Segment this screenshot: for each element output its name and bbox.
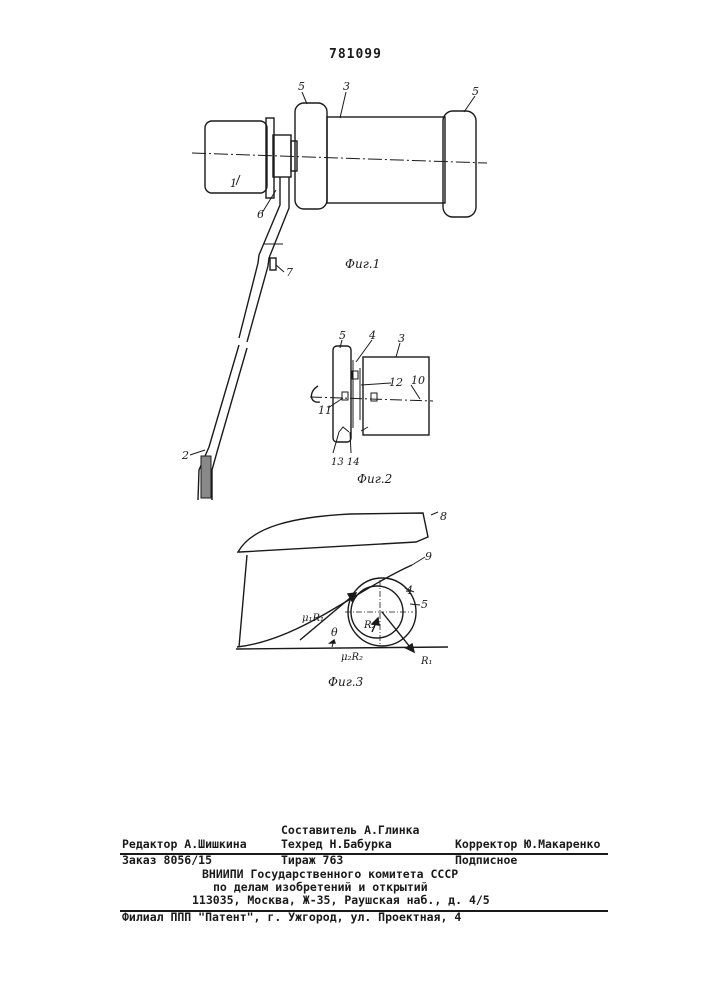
fig3-label-r2: R₂ bbox=[363, 620, 376, 631]
fig3-label-5: 5 bbox=[421, 598, 428, 611]
org-line-2: по делам изобретений и открытий bbox=[213, 880, 428, 894]
fig1-label-7: 7 bbox=[286, 266, 293, 279]
editor: Редактор А.Шишкина bbox=[122, 837, 247, 851]
corrector: Корректор Ю.Макаренко bbox=[455, 837, 600, 851]
fig2-label-13-14: 13 14 bbox=[331, 457, 360, 468]
branch: Филиал ППП "Патент", г. Ужгород, ул. Про… bbox=[122, 910, 461, 924]
fig2-label-5: 5 bbox=[339, 329, 346, 342]
handle-grip bbox=[201, 456, 211, 498]
fig3-label-8: 8 bbox=[440, 510, 447, 523]
fig2-end-cap bbox=[311, 386, 320, 402]
figure-2-drawing bbox=[310, 340, 433, 453]
fig3-label-r1: R₁ bbox=[420, 656, 433, 667]
techred: Техред Н.Бабурка bbox=[281, 837, 392, 851]
fig3-caption: Фиг.3 bbox=[328, 675, 364, 689]
fig1-label-5a: 5 bbox=[298, 80, 305, 93]
fig3-label-9: 9 bbox=[425, 550, 432, 563]
handle-lower-right bbox=[212, 348, 247, 500]
fig3-wall bbox=[239, 555, 247, 647]
circulation: Тираж 763 bbox=[281, 853, 343, 867]
fig3-body bbox=[238, 513, 428, 552]
fig3-label-mu2r2: μ₂R₂ bbox=[341, 652, 363, 663]
fig3-ground bbox=[236, 647, 448, 649]
org-line-1: ВНИИПИ Государственного комитета СССР bbox=[202, 867, 458, 881]
fig3-label-theta: θ bbox=[331, 626, 338, 639]
fig1-label-2: 2 bbox=[181, 449, 189, 462]
fig2-caption: Фиг.2 bbox=[357, 472, 392, 486]
fig2-label-10: 10 bbox=[411, 374, 425, 387]
org-line-3: 113035, Москва, Ж-35, Раушская наб., д. … bbox=[192, 893, 490, 907]
handle-upper-right bbox=[247, 177, 289, 342]
fig1-label-3: 3 bbox=[343, 80, 350, 93]
fig1-label-1: 1 bbox=[230, 177, 237, 190]
wheel-left bbox=[295, 103, 327, 209]
fig2-label-4: 4 bbox=[368, 329, 376, 342]
switch bbox=[270, 258, 276, 270]
compiler: Составитель А.Глинка bbox=[281, 823, 419, 837]
fig2-label-3: 3 bbox=[398, 332, 405, 345]
wheel-right bbox=[443, 111, 476, 217]
fig1-caption: Фиг.1 bbox=[345, 257, 380, 271]
fig1-label-6: 6 bbox=[257, 208, 264, 221]
subscription: Подписное bbox=[455, 853, 517, 867]
fig3-label-mu1r1: μ₁R₁ bbox=[302, 613, 324, 624]
fig3-curve bbox=[237, 565, 412, 647]
order: Заказ 8056/15 bbox=[122, 853, 212, 867]
fig2-label-12: 12 bbox=[389, 376, 403, 389]
figure-3-drawing bbox=[236, 512, 448, 652]
figure-1-drawing bbox=[190, 92, 487, 500]
fig2-drum bbox=[363, 357, 429, 435]
fig3-label-4: 4 bbox=[405, 584, 413, 597]
fig1-label-5b: 5 bbox=[472, 85, 479, 98]
fig2-label-11: 11 bbox=[318, 404, 332, 417]
